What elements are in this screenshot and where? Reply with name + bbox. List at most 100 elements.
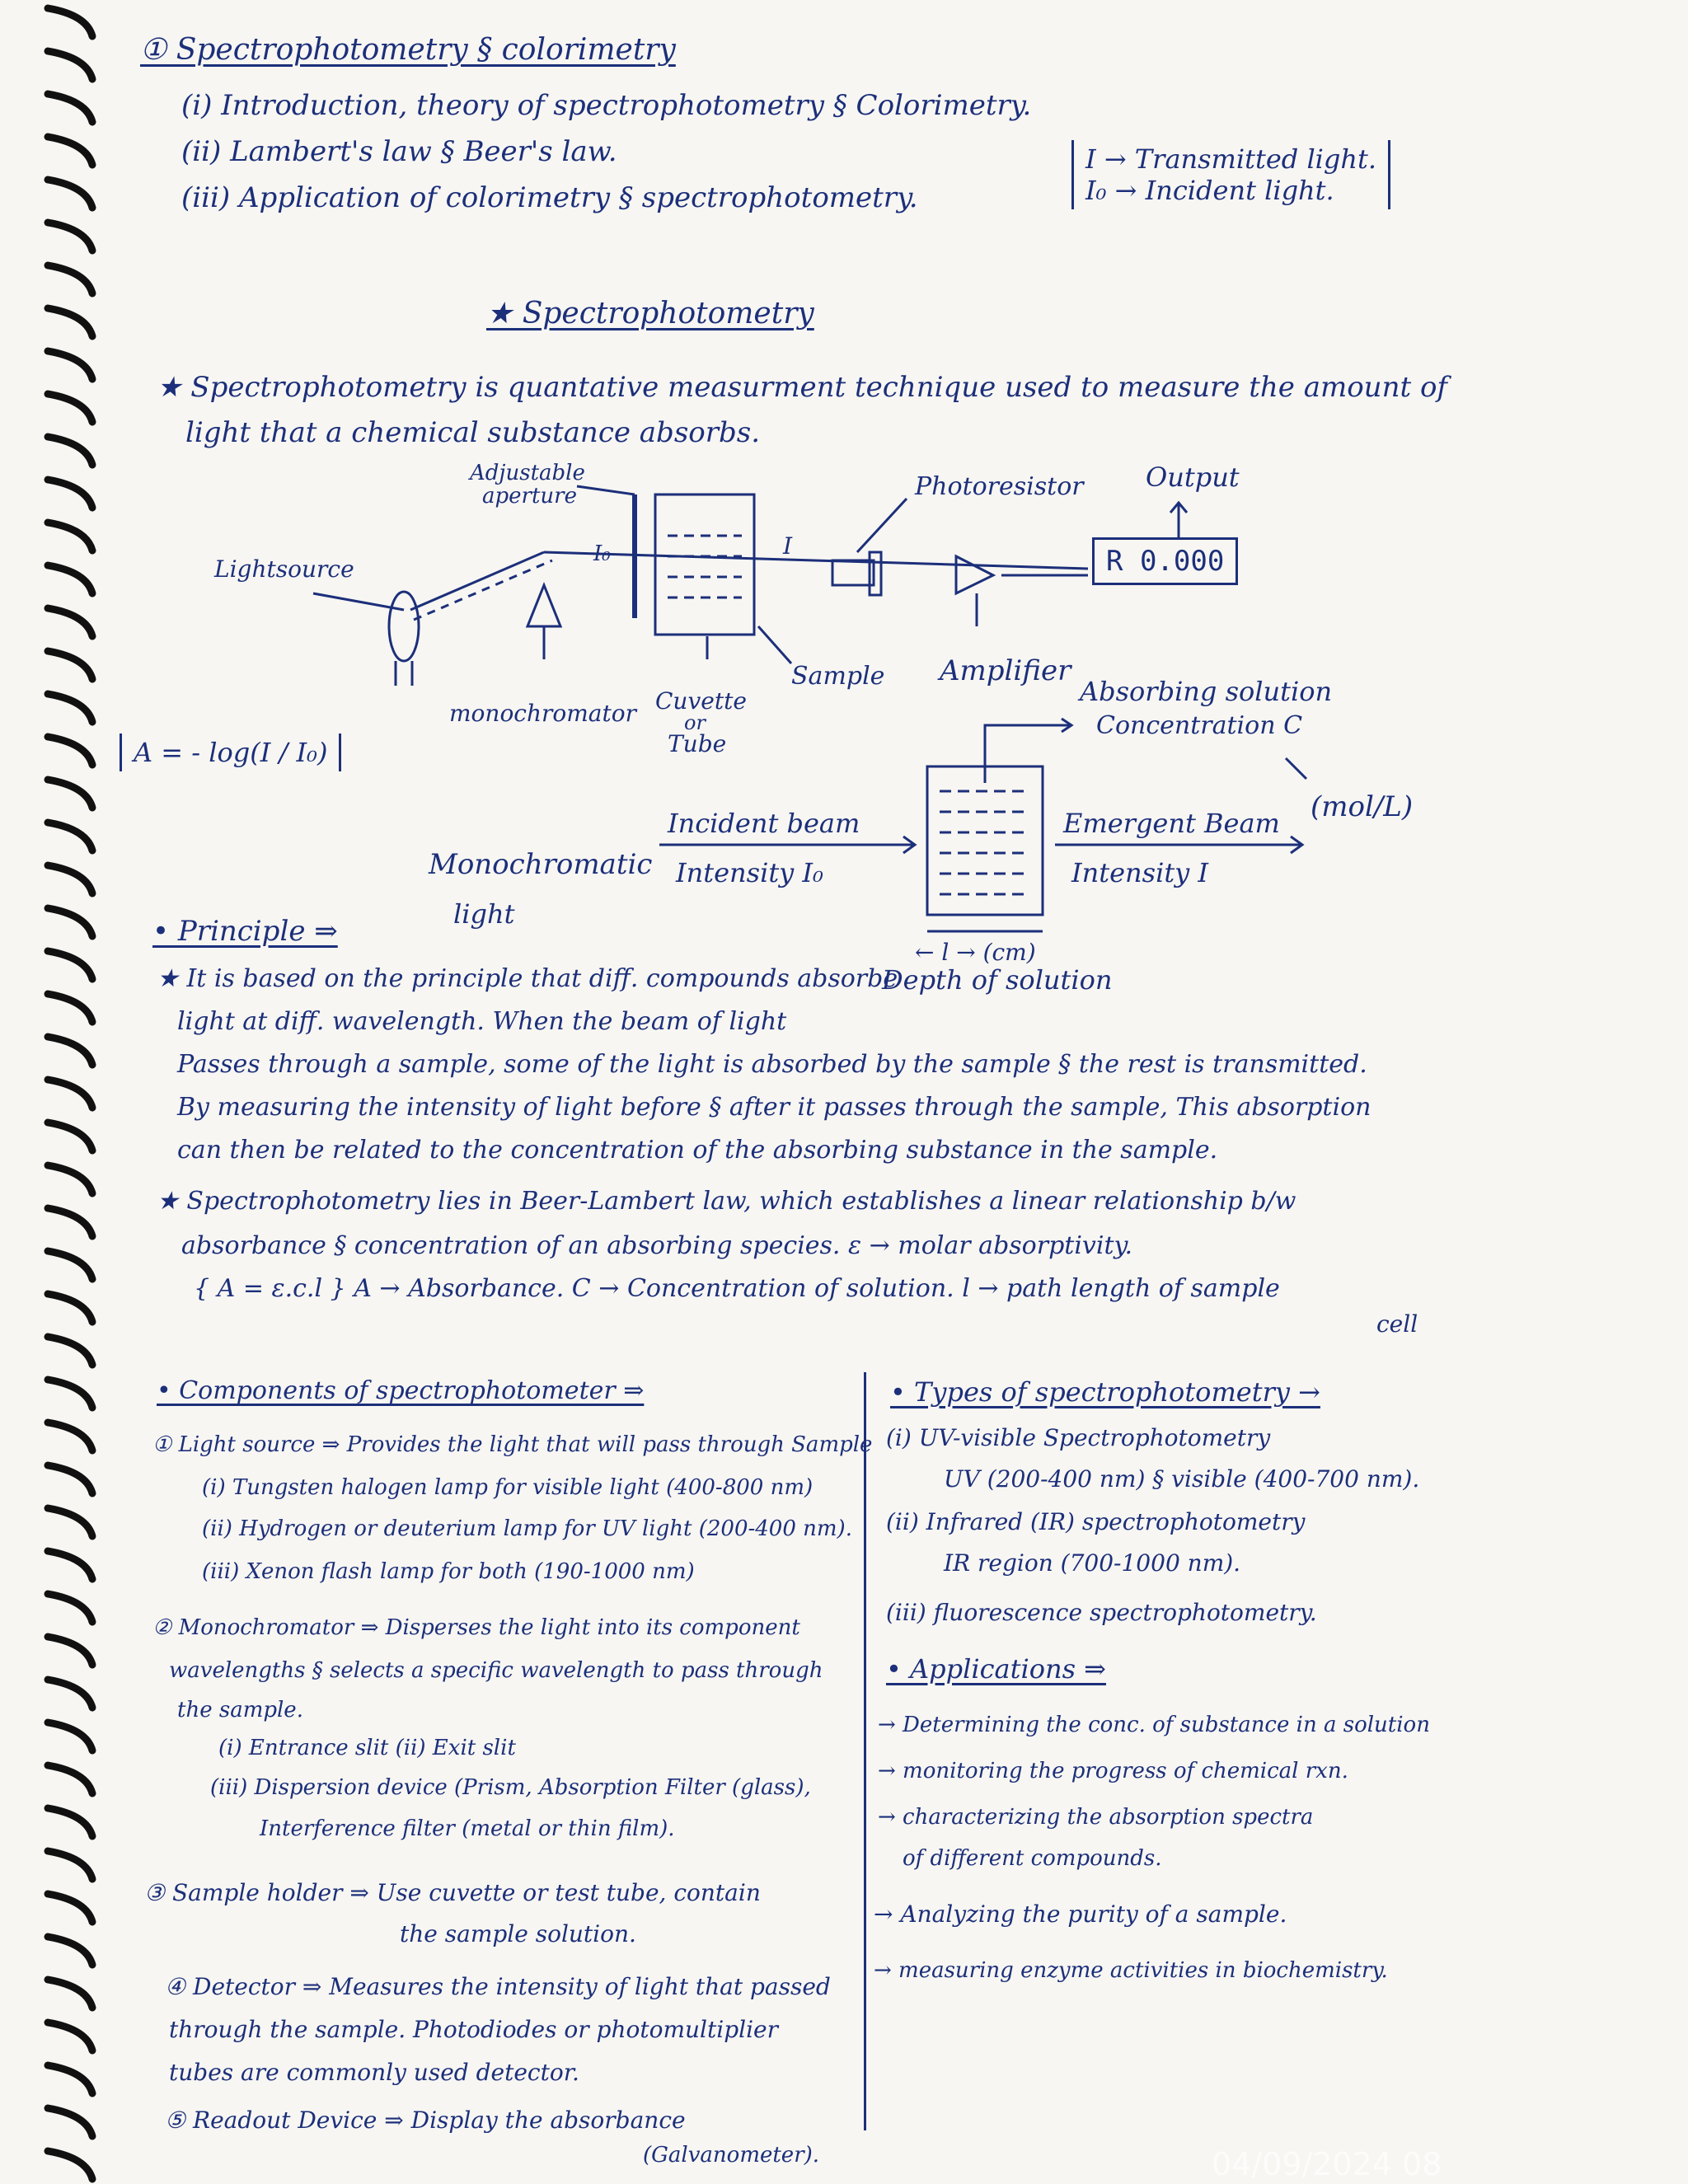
spiral-coil — [44, 1076, 96, 1112]
spiral-coil — [44, 1590, 96, 1626]
applications-line-6: → measuring enzyme activities in biochem… — [874, 1958, 1388, 1983]
label-i: I — [782, 532, 793, 560]
spiral-coil — [44, 904, 96, 940]
spiral-coil — [44, 1718, 96, 1755]
date-stamp: 04/09/2024 08 — [1212, 2146, 1442, 2182]
label-output: Output — [1146, 462, 1240, 493]
spiral-coil — [44, 604, 96, 640]
beam-solution-diagram: Absorbing solution Concentration C (mol/… — [428, 676, 1413, 964]
spiral-coil — [44, 90, 96, 126]
types-line-1: (i) UV-visible Spectrophotometry — [886, 1424, 1271, 1451]
components-line-10: Interference filter (metal or thin film)… — [260, 1816, 675, 1841]
spiral-coil — [44, 561, 96, 598]
spiral-coil — [44, 347, 96, 383]
spiral-coil — [44, 518, 96, 555]
heading-title: ① Spectrophotometry § colorimetry — [140, 33, 676, 67]
spiral-coil — [44, 2104, 96, 2140]
components-line-6: wavelengths § selects a specific wavelen… — [169, 1658, 823, 1683]
legend-bracket: I → Transmitted light. I₀ → Incident lig… — [1071, 140, 1391, 209]
principle-line-9: cell — [1376, 1310, 1418, 1338]
components-line-9: (iii) Dispersion device (Prism, Absorpti… — [210, 1775, 811, 1800]
label-aperture: aperture — [482, 484, 577, 509]
label-tube: Tube — [668, 730, 726, 757]
types-line-4: IR region (700-1000 nm). — [944, 1549, 1241, 1577]
label-emergent-beam: Emergent Beam — [1062, 808, 1280, 839]
label-path-length: ← l → (cm) — [915, 939, 1036, 964]
spiral-coil — [44, 818, 96, 855]
applications-line-3: → characterizing the absorption spectra — [878, 1805, 1314, 1830]
label-monochromator: monochromator — [449, 700, 638, 727]
components-line-11: ③ Sample holder ⇒ Use cuvette or test tu… — [144, 1879, 761, 1906]
spiral-coil — [44, 433, 96, 469]
label-adjustable: Adjustable — [468, 462, 585, 485]
label-unit: (mol/L) — [1311, 790, 1413, 823]
spiral-coil — [44, 47, 96, 83]
label-amplifier: Amplifier — [937, 654, 1072, 687]
spiral-coil — [44, 176, 96, 212]
label-monochromatic: Monochromatic — [428, 848, 652, 881]
legend-transmitted: I → Transmitted light. — [1085, 143, 1377, 175]
types-line-5: (iii) fluorescence spectrophotometry. — [886, 1599, 1317, 1626]
label-light: light — [453, 898, 515, 930]
principle-line-6: ★ Spectrophotometry lies in Beer-Lambert… — [157, 1187, 1296, 1216]
spiral-coil — [44, 1761, 96, 1797]
heading-item-3: (iii) Application of colorimetry § spect… — [181, 181, 918, 214]
heading-item-1: (i) Introduction, theory of spectrophoto… — [181, 89, 1032, 122]
components-line-5: ② Monochromator ⇒ Disperses the light in… — [152, 1615, 800, 1640]
label-intensity-io: Intensity I₀ — [675, 857, 823, 888]
intro-line-2: light that a chemical substance absorbs. — [185, 416, 761, 449]
spiral-coil — [44, 1847, 96, 1883]
principle-line-4: By measuring the intensity of light befo… — [177, 1093, 1372, 1122]
types-heading: • Types of spectrophotometry → — [890, 1376, 1320, 1408]
spiral-coil — [44, 1033, 96, 1069]
spiral-coil — [44, 1247, 96, 1283]
components-line-14: through the sample. Photodiodes or photo… — [169, 2016, 778, 2043]
spiral-coil — [44, 1376, 96, 1412]
applications-line-1: → Determining the conc. of substance in … — [878, 1713, 1430, 1737]
principle-heading: • Principle ⇒ — [152, 915, 338, 948]
spiral-coil — [44, 1118, 96, 1155]
spiral-coil — [44, 1333, 96, 1369]
spiral-coil — [44, 1204, 96, 1240]
spiral-coil — [44, 990, 96, 1026]
label-sample: Sample — [791, 662, 884, 691]
label-cuvette: Cuvette — [655, 687, 747, 715]
label-depth: Depth of solution — [882, 964, 1113, 996]
principle-line-3: Passes through a sample, some of the lig… — [177, 1050, 1367, 1079]
spiral-coil — [44, 733, 96, 769]
principle-line-1: ★ It is based on the principle that diff… — [157, 964, 898, 993]
spiral-coil — [44, 1804, 96, 1840]
spiral-coil — [44, 1547, 96, 1583]
label-concentration: Concentration C — [1096, 711, 1302, 740]
components-line-8: (i) Entrance slit (ii) Exit slit — [218, 1736, 516, 1760]
spiral-coil — [44, 1161, 96, 1197]
column-divider — [864, 1372, 866, 2130]
spiral-coil — [44, 2147, 96, 2183]
components-line-12: the sample solution. — [400, 1920, 636, 1947]
spiral-coil — [44, 390, 96, 426]
principle-line-5: can then be related to the concentration… — [177, 1136, 1218, 1165]
spiral-coil — [44, 1890, 96, 1926]
components-line-13: ④ Detector ⇒ Measures the intensity of l… — [165, 1973, 831, 2000]
spiral-coil — [44, 690, 96, 726]
applications-line-2: → monitoring the progress of chemical rx… — [878, 1759, 1348, 1783]
spiral-coil — [44, 1461, 96, 1497]
components-line-4: (iii) Xenon flash lamp for both (190-100… — [202, 1559, 695, 1584]
types-line-3: (ii) Infrared (IR) spectrophotometry — [886, 1508, 1306, 1535]
components-line-15: tubes are commonly used detector. — [169, 2059, 579, 2086]
spiral-coil — [44, 647, 96, 683]
spiral-coil — [44, 4, 96, 40]
components-line-3: (ii) Hydrogen or deuterium lamp for UV l… — [202, 1516, 852, 1541]
heading-item-2: (ii) Lambert's law § Beer's law. — [181, 135, 617, 168]
label-photoresistor: Photoresistor — [914, 472, 1085, 501]
spiral-binding — [44, 4, 96, 2183]
label-incident-beam: Incident beam — [667, 808, 860, 839]
intro-line-1: ★ Spectrophotometry is quantative measur… — [157, 371, 1447, 404]
applications-line-5: → Analyzing the purity of a sample. — [874, 1900, 1287, 1928]
types-line-2: UV (200-400 nm) § visible (400-700 nm). — [944, 1465, 1420, 1493]
spiral-coil — [44, 947, 96, 983]
applications-heading: • Applications ⇒ — [886, 1653, 1106, 1685]
spiral-coil — [44, 2061, 96, 2097]
label-intensity-i: Intensity I — [1071, 857, 1209, 888]
spiral-coil — [44, 1418, 96, 1455]
